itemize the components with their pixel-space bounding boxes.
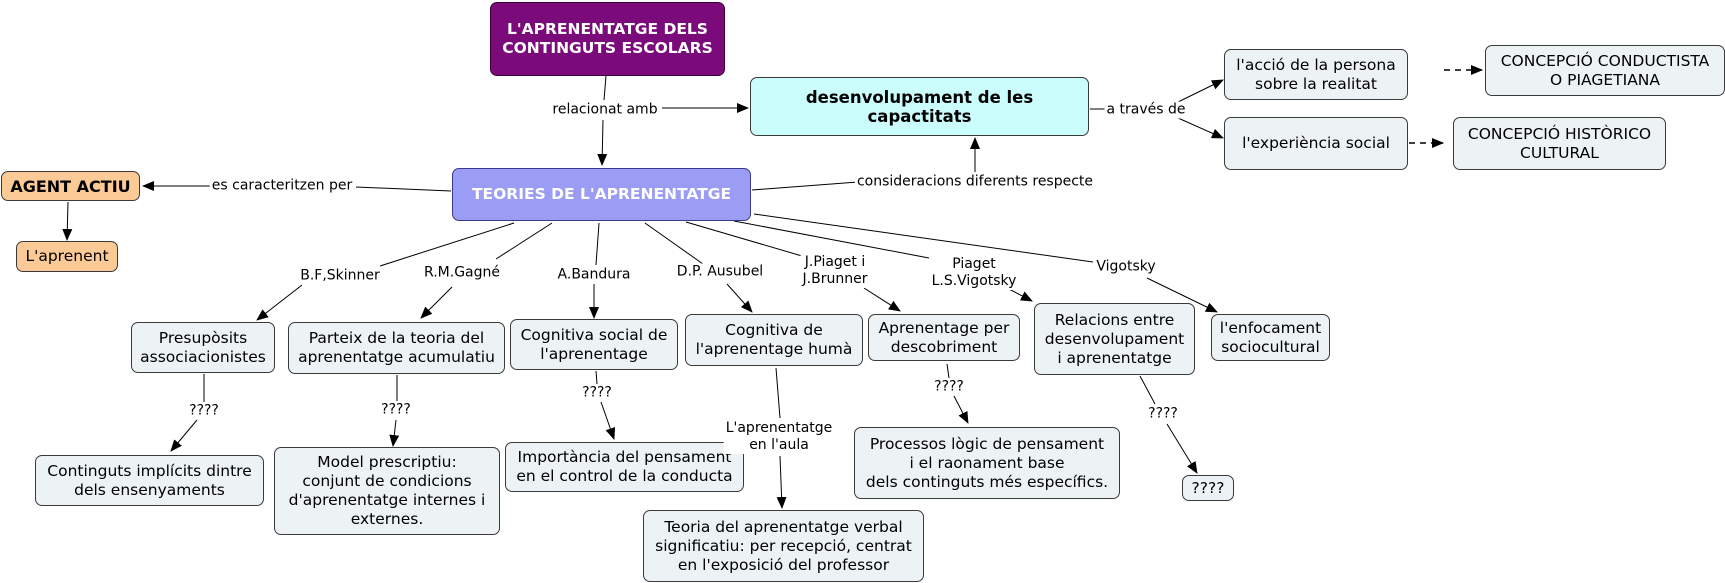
social-cognitive-node[interactable]: Cognitiva social de l'aprenentage	[510, 319, 678, 370]
main-title-node[interactable]: L'APRENENTATGE DELS CONTINGUTS ESCOLARS	[490, 2, 725, 76]
theories-node[interactable]: TEORIES DE L'APRENENTATGE	[452, 168, 751, 221]
link-label-relacionat: relacionat amb	[550, 101, 660, 119]
connector	[595, 222, 600, 266]
link-label-consideracions: consideracions diferents respecte	[854, 173, 1096, 191]
human-cognitive-node[interactable]: Cognitiva de l'aprenentage humà	[685, 314, 863, 366]
connector	[1146, 277, 1218, 313]
connector	[1166, 423, 1198, 474]
connector	[776, 455, 787, 509]
connector	[420, 286, 453, 319]
development-relations-node[interactable]: Relacions entre desenvolupament i aprene…	[1034, 303, 1195, 375]
discovery-learning-node[interactable]: Aprenentage per descobriment	[868, 314, 1020, 361]
connector	[597, 119, 608, 166]
learner-node[interactable]: L'aprenent	[16, 241, 118, 272]
connector	[379, 222, 515, 267]
connector	[753, 213, 1094, 263]
connector	[170, 419, 198, 452]
link-label-q4: ????	[932, 378, 966, 396]
connector	[62, 201, 73, 241]
link-label-vigotsky: Vigotsky	[1094, 258, 1158, 276]
connector	[595, 370, 598, 385]
logical-processes-node[interactable]: Processos lògic de pensament i el raonam…	[854, 427, 1120, 499]
active-agent-node[interactable]: AGENT ACTIU	[1, 171, 140, 201]
link-label-q1: ????	[187, 402, 221, 420]
connector	[603, 75, 607, 101]
link-label-q5: ????	[1146, 405, 1180, 423]
link-label-ausubel: D.P. Ausubel	[674, 263, 766, 281]
connector	[946, 363, 950, 379]
capacities-development-node[interactable]: desenvolupament de les capactitats	[750, 77, 1089, 136]
person-action-node[interactable]: l'acció de la persona sobre la realitat	[1224, 49, 1408, 100]
link-label-a-traves: a través de	[1104, 101, 1188, 119]
cumulative-learning-node[interactable]: Parteix de la teoria del aprenentatge ac…	[288, 322, 505, 374]
link-label-bandura: A.Bandura	[555, 266, 633, 284]
link-label-q3: ????	[580, 384, 614, 402]
connector	[1177, 79, 1224, 103]
verbal-learning-node[interactable]: Teoria del aprenentatge verbal significa…	[643, 510, 924, 582]
connector	[256, 284, 303, 321]
link-label-caracteritzen: es caracteritzen per	[209, 177, 355, 195]
link-label-gagne: R.M.Gagné	[421, 264, 503, 282]
connector	[863, 287, 901, 312]
connector	[733, 220, 930, 259]
link-label-skinner: B.F,Skinner	[298, 267, 382, 285]
link-label-aula: L'aprenentatge en l'aula	[723, 420, 835, 454]
connector	[600, 401, 616, 440]
prescriptive-model-node[interactable]: Model prescriptiu: conjunt de condicions…	[274, 447, 500, 535]
connector	[751, 181, 859, 191]
connector	[726, 283, 753, 313]
connector	[1139, 375, 1156, 405]
link-label-q2: ????	[379, 401, 413, 419]
connector	[1177, 117, 1224, 139]
unknown-node[interactable]: ????	[1182, 475, 1234, 501]
behaviourist-conception-node[interactable]: CONCEPCIÓ CONDUCTISTA O PIAGETIANA	[1485, 45, 1725, 96]
implicit-contents-node[interactable]: Continguts implícits dintre dels ensenya…	[35, 455, 264, 506]
connector	[775, 367, 781, 419]
thought-importance-node[interactable]: Importància del pensament en el control …	[505, 442, 744, 492]
connector	[644, 222, 704, 265]
connector	[355, 186, 452, 192]
social-experience-node[interactable]: l'experiència social	[1224, 117, 1408, 170]
connector	[685, 221, 803, 257]
connector	[389, 419, 400, 447]
link-label-piaget-brunner: J.Piaget i J.Brunner	[800, 254, 870, 288]
connector	[953, 395, 969, 424]
connector	[495, 222, 553, 260]
sociocultural-approach-node[interactable]: l'enfocament sociocultural	[1211, 314, 1330, 361]
associationist-node[interactable]: Presupòsits associacionistes	[131, 322, 275, 373]
link-label-piaget-vigotsky: Piaget L.S.Vigotsky	[929, 256, 1019, 290]
historic-cultural-conception-node[interactable]: CONCEPCIÓ HISTÒRICO CULTURAL	[1453, 117, 1666, 170]
